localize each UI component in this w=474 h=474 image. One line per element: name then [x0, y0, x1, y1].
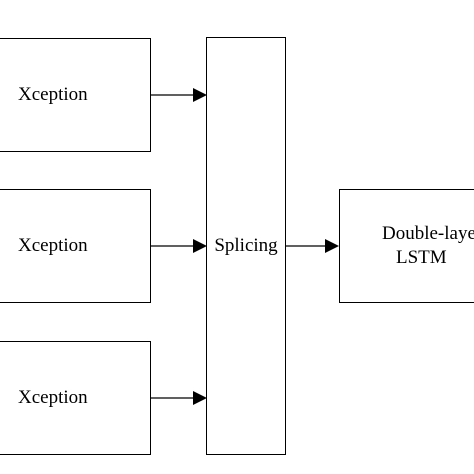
- xception-label-3: Xception: [18, 387, 88, 408]
- arrow-4-head: [325, 239, 339, 253]
- xception-box-3: Xception: [0, 341, 151, 455]
- xception-box-2: Xception: [0, 189, 151, 303]
- lstm-label-line-1: Double-layer: [382, 223, 474, 244]
- splicing-label: Splicing: [214, 235, 278, 256]
- xception-label-1: Xception: [18, 84, 88, 105]
- arrow-3-head: [193, 391, 207, 405]
- arrow-1-head: [193, 88, 207, 102]
- arrow-4: [286, 239, 339, 253]
- arrow-3: [151, 391, 207, 405]
- xception-label-2: Xception: [18, 235, 88, 256]
- lstm-box: Double-layer LSTM: [339, 189, 474, 303]
- splicing-box: Splicing: [206, 37, 286, 455]
- xception-box-1: Xception: [0, 38, 151, 152]
- arrow-2-head: [193, 239, 207, 253]
- arrow-2: [151, 239, 207, 253]
- arrow-1: [151, 88, 207, 102]
- lstm-label-line-2: LSTM: [396, 247, 447, 268]
